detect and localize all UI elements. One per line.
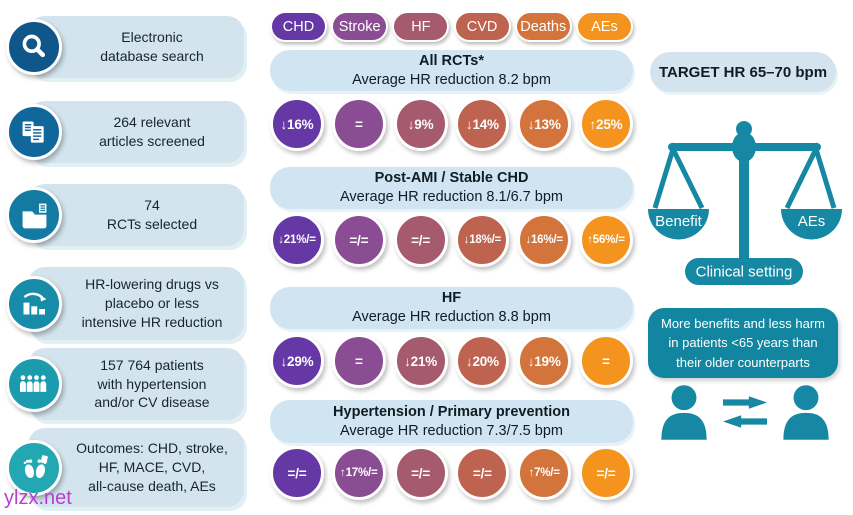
result-circle: =/= — [331, 213, 386, 267]
result-circle: ↓9% — [393, 97, 448, 151]
documents-icon — [6, 104, 62, 160]
section-header-all-rcts: All RCTs* Average HR reduction 8.2 bpm — [270, 50, 633, 91]
result-circle: ↓18%/= — [455, 213, 510, 267]
results-row-hf: ↓29% = ↓21% ↓20% ↓19% = — [270, 334, 633, 388]
age-benefit-note: More benefits and less harm in patients … — [648, 308, 838, 378]
feet-outcomes-icon — [6, 439, 62, 496]
result-circle: ↓20% — [455, 334, 510, 388]
result-circle: =/= — [578, 446, 633, 500]
section-subtitle: Average HR reduction 7.3/7.5 bpm — [339, 422, 563, 439]
step-rcts-selected: 74 RCTs selected — [6, 184, 244, 246]
section-subtitle: Average HR reduction 8.8 bpm — [352, 309, 551, 325]
result-circle: ↓21%/= — [270, 213, 324, 267]
exchange-arrows — [723, 396, 767, 428]
chart-decline-icon — [6, 275, 62, 332]
target-hr-box: TARGET HR 65–70 bpm — [650, 52, 836, 92]
outcome-pill-deaths: Deaths — [514, 11, 572, 42]
section-header-hypertension: Hypertension / Primary prevention Averag… — [270, 400, 633, 443]
result-circle: = — [331, 97, 386, 151]
step-patients: 157 764 patients with hypertension and/o… — [6, 348, 244, 420]
results-row-hypertension: =/= ↑17%/= =/= =/= ↑7%/= =/= — [270, 446, 633, 500]
person-icon — [661, 385, 707, 440]
section-header-hf: HF Average HR reduction 8.8 bpm — [270, 287, 633, 329]
section-title: Post-AMI / Stable CHD — [374, 170, 529, 187]
result-circle: ↓16% — [270, 97, 324, 151]
person-icon — [783, 385, 829, 440]
result-circle: ↓19% — [517, 334, 572, 388]
result-circle: =/= — [393, 213, 448, 267]
section-subtitle: Average HR reduction 8.2 bpm — [352, 71, 551, 88]
outcome-pill-stroke: Stroke — [331, 11, 389, 42]
search-icon — [6, 19, 62, 75]
result-circle: ↑7%/= — [517, 446, 572, 500]
arrow-left-icon — [723, 415, 767, 428]
folder-icon — [6, 187, 62, 243]
outcome-header-row: CHD Stroke HF CVD Deaths AEs — [270, 11, 633, 42]
step-text-box: Outcomes: CHD, stroke, HF, MACE, CVD, al… — [28, 428, 244, 507]
result-circle: ↓13% — [517, 97, 572, 151]
step-articles-screened: 264 relevant articles screened — [6, 101, 244, 163]
scale-base-label: Clinical setting — [696, 264, 793, 281]
outcome-pill-cvd: CVD — [453, 11, 511, 42]
result-circle: ↓29% — [270, 334, 324, 388]
arrow-right-icon — [723, 396, 767, 409]
scale-aes-label: AEs — [798, 213, 826, 230]
benefit-risk-scale: Benefit AEs Clinical setting — [648, 121, 842, 285]
patients-icon — [6, 356, 62, 412]
result-circle: ↓14% — [455, 97, 510, 151]
step-intervention: HR-lowering drugs vs placebo or less int… — [6, 267, 244, 340]
result-circle: ↑56%/= — [578, 213, 633, 267]
result-circle: ↓21% — [393, 334, 448, 388]
step-text-box: 74 RCTs selected — [28, 184, 244, 246]
section-title: HF — [441, 290, 462, 307]
outcome-pill-hf: HF — [392, 11, 450, 42]
step-text-box: HR-lowering drugs vs placebo or less int… — [28, 267, 244, 340]
result-circle: = — [578, 334, 633, 388]
outcome-pill-aes: AEs — [575, 11, 633, 42]
results-row-all-rcts: ↓16% = ↓9% ↓14% ↓13% ↑25% — [270, 97, 633, 151]
result-circle: ↑25% — [578, 97, 633, 151]
result-circle: = — [331, 334, 386, 388]
outcome-pill-chd: CHD — [270, 11, 327, 42]
section-title: Hypertension / Primary prevention — [333, 403, 570, 420]
result-circle: ↑17%/= — [331, 446, 386, 500]
result-circle: =/= — [270, 446, 324, 500]
watermark: ylzx.net — [4, 487, 72, 509]
step-text-box: 264 relevant articles screened — [28, 101, 244, 163]
step-text-box: Electronic database search — [28, 16, 244, 78]
step-outcomes: Outcomes: CHD, stroke, HF, MACE, CVD, al… — [6, 428, 244, 507]
scale-benefit-label: Benefit — [655, 213, 703, 230]
patient-comparison — [660, 383, 830, 441]
section-title: All RCTs* — [419, 52, 484, 69]
result-circle: =/= — [393, 446, 448, 500]
section-header-post-ami: Post-AMI / Stable CHD Average HR reducti… — [270, 167, 633, 209]
result-circle: =/= — [455, 446, 510, 500]
step-text-box: 157 764 patients with hypertension and/o… — [28, 348, 244, 420]
section-subtitle: Average HR reduction 8.1/6.7 bpm — [339, 189, 563, 205]
results-row-post-ami: ↓21%/= =/= =/= ↓18%/= ↓16%/= ↑56%/= — [270, 213, 633, 267]
result-circle: ↓16%/= — [517, 213, 572, 267]
step-electronic-search: Electronic database search — [6, 16, 244, 78]
